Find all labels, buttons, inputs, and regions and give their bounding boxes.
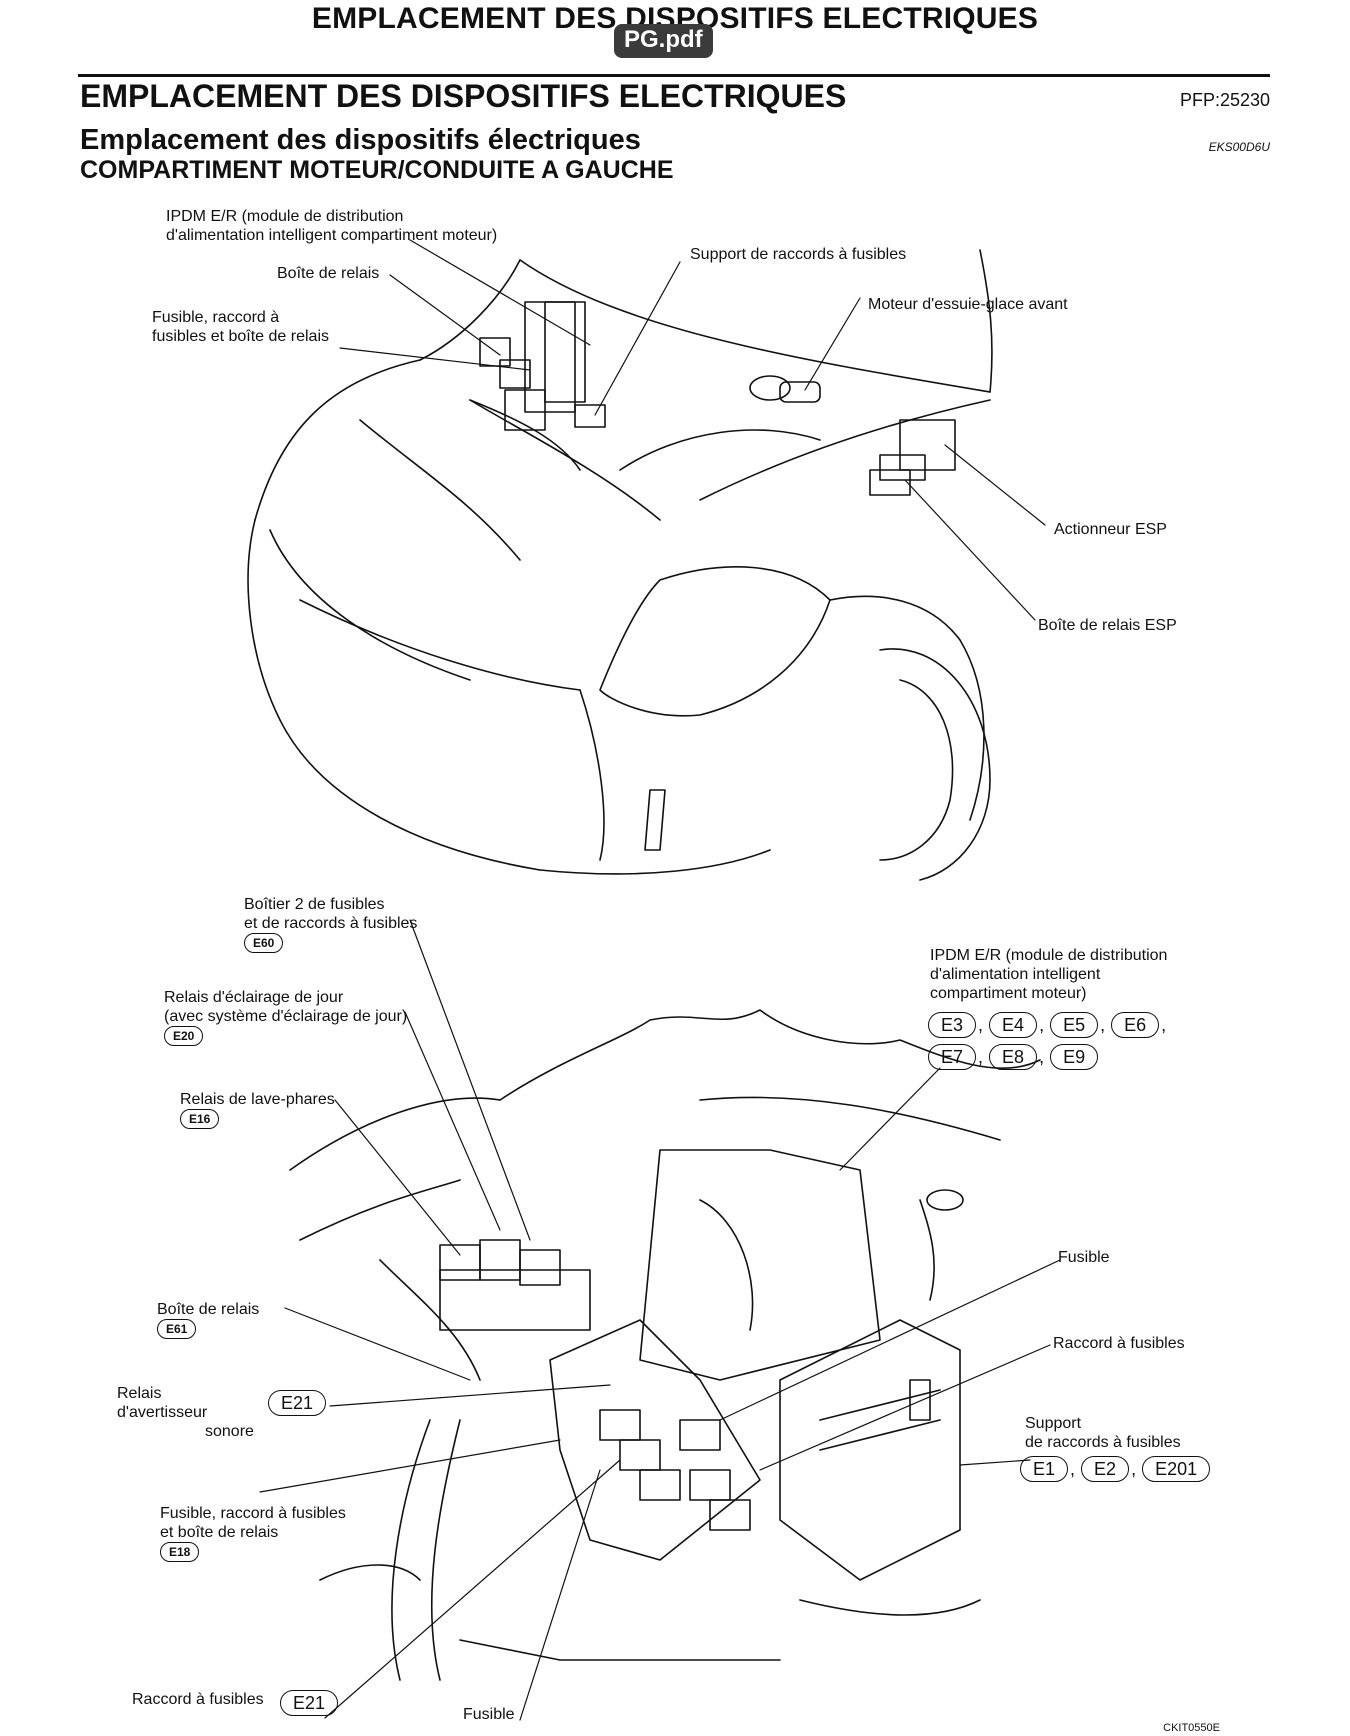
section-subsubtitle: COMPARTIMENT MOTEUR/CONDUITE A GAUCHE	[80, 156, 674, 184]
connector-chip-e61: E61	[157, 1319, 197, 1339]
boitier2-line1: Boîtier 2 de fusibles	[244, 896, 385, 913]
connector-chip-e3: E3	[928, 1012, 977, 1038]
avertisseur-line1: Relais	[117, 1385, 162, 1402]
boite-relais-line1: Boîte de relais	[157, 1301, 260, 1318]
avertisseur-line3: sonore	[205, 1423, 254, 1440]
avertisseur-connector-row: E21	[268, 1390, 332, 1416]
top-leader-lines	[339, 239, 1046, 621]
connector-chip-e18: E18	[160, 1542, 200, 1562]
bottom-fusible-boite-label: Fusible, raccord à fusibles et boîte de …	[160, 1504, 346, 1562]
bottom-relais-jour-label: Relais d'éclairage de jour (avec système…	[164, 988, 407, 1046]
top-fusible-raccord-label: Fusible, raccord à fusibles et boîte de …	[152, 308, 329, 346]
connector-chip-e21-fuse: E21	[280, 1690, 339, 1716]
raccord-connector-row: E21	[280, 1690, 344, 1716]
top-actionneur-esp-label: Actionneur ESP	[1054, 521, 1167, 538]
engine-bay-illustration	[289, 1009, 1041, 1681]
car-illustration	[247, 249, 993, 881]
bottom-support-label: Support de raccords à fusibles	[1025, 1414, 1181, 1452]
bottom-ipdm-label: IPDM E/R (module de distribution d'alime…	[930, 946, 1167, 1003]
fusible-boite-line2: et boîte de relais	[160, 1524, 279, 1541]
connector-chip-e6: E6	[1111, 1012, 1160, 1038]
connector-chip-e60: E60	[244, 933, 284, 953]
relais-jour-line1: Relais d'éclairage de jour	[164, 989, 344, 1006]
connector-chip-e16: E16	[180, 1109, 220, 1129]
bottom-avertisseur-label: Relais d'avertisseur sonore	[117, 1384, 254, 1441]
relais-lave-line1: Relais de lave-phares	[180, 1091, 335, 1108]
connector-chip-e9: E9	[1050, 1044, 1099, 1070]
bottom-boitier2-label: Boîtier 2 de fusibles et de raccords à f…	[244, 895, 417, 953]
top-boite-relais-esp-label: Boîte de relais ESP	[1038, 617, 1177, 634]
connector-chip-e20: E20	[164, 1026, 204, 1046]
connector-chip-e21-horn: E21	[268, 1390, 327, 1416]
bottom-ipdm-line3: compartiment moteur)	[930, 985, 1087, 1002]
section-subtitle: Emplacement des dispositifs électriques	[80, 124, 641, 156]
top-fusible-line1: Fusible, raccord à	[152, 309, 280, 326]
top-moteur-essuie-label: Moteur d'essuie-glace avant	[868, 296, 1068, 313]
connector-chip-e7: E7	[928, 1044, 977, 1070]
connector-chip-e1: E1	[1020, 1456, 1069, 1482]
pfp-code: PFP:25230	[1179, 90, 1270, 110]
connector-chip-e2: E2	[1081, 1456, 1130, 1482]
section-title: EMPLACEMENT DES DISPOSITIFS ELECTRIQUES	[80, 78, 847, 114]
section-rule	[78, 74, 1270, 77]
fusible-boite-line1: Fusible, raccord à fusibles	[160, 1505, 346, 1522]
bottom-ipdm-line2: d'alimentation intelligent	[930, 966, 1101, 983]
top-ipdm-line2: d'alimentation intelligent compartiment …	[166, 227, 498, 244]
connector-chip-e5: E5	[1050, 1012, 1099, 1038]
top-ipdm-label: IPDM E/R (module de distribution d'alime…	[166, 207, 497, 245]
bottom-relais-lave-label: Relais de lave-phares E16	[180, 1090, 335, 1129]
support-connectors-row: E1, E2, E201	[1020, 1456, 1216, 1482]
connector-chip-e8: E8	[989, 1044, 1038, 1070]
bottom-fusible-label: Fusible	[463, 1706, 515, 1723]
connector-chip-e4: E4	[989, 1012, 1038, 1038]
top-ipdm-line1: IPDM E/R (module de distribution	[166, 208, 404, 225]
bottom-leader-lines	[259, 919, 1061, 1721]
connector-chip-e201: E201	[1142, 1456, 1211, 1482]
ipdm-connectors-row2: E7, E8, E9	[928, 1044, 1104, 1070]
ipdm-connectors-row1: E3, E4, E5, E6,	[928, 1012, 1172, 1038]
pdf-tab-badge[interactable]: PG.pdf	[614, 24, 713, 58]
bottom-raccord-right-label: Raccord à fusibles	[1053, 1335, 1185, 1352]
boitier2-line2: et de raccords à fusibles	[244, 915, 418, 932]
relais-jour-line2: (avec système d'éclairage de jour)	[164, 1008, 408, 1025]
avertisseur-line2: d'avertisseur	[117, 1404, 208, 1421]
bottom-boite-relais-label: Boîte de relais E61	[157, 1300, 259, 1339]
top-boite-relais-label: Boîte de relais	[277, 265, 380, 282]
bottom-ipdm-line1: IPDM E/R (module de distribution	[930, 947, 1168, 964]
top-fusible-line2: fusibles et boîte de relais	[152, 328, 329, 345]
support-line2: de raccords à fusibles	[1025, 1434, 1181, 1451]
support-line1: Support	[1025, 1415, 1082, 1432]
bottom-raccord-fusibles-label: Raccord à fusibles	[132, 1691, 264, 1708]
figure-code: CKIT0550E	[1163, 1722, 1220, 1734]
bottom-fusible-right-label: Fusible	[1058, 1249, 1110, 1266]
reference-code: EKS00D6U	[1208, 140, 1270, 154]
top-components	[479, 301, 956, 496]
top-support-raccords-label: Support de raccords à fusibles	[690, 246, 907, 263]
